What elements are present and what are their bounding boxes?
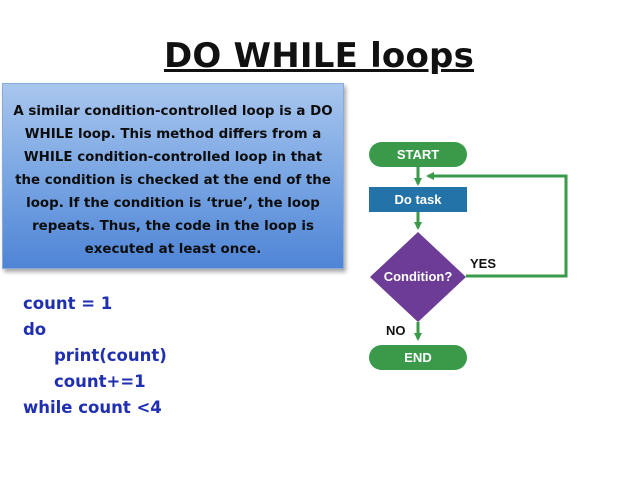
code-block: count = 1 do print(count) count+=1 while… xyxy=(23,291,167,421)
task-label: Do task xyxy=(395,192,443,207)
yes-label: YES xyxy=(470,256,496,271)
code-line: while count <4 xyxy=(23,398,162,417)
slide-title: DO WHILE loops xyxy=(163,36,475,76)
start-label: START xyxy=(397,147,439,162)
end-label: END xyxy=(404,350,431,365)
code-line: print(count) xyxy=(54,346,167,365)
end-terminal xyxy=(369,345,467,370)
start-terminal xyxy=(369,142,467,167)
condition-decision xyxy=(370,232,466,322)
task-process xyxy=(369,187,467,212)
code-line: do xyxy=(23,320,47,339)
condition-label: Condition? xyxy=(384,269,453,284)
description-box: A similar condition-controlled loop is a… xyxy=(2,83,344,269)
code-line: count = 1 xyxy=(23,294,113,313)
code-line: count+=1 xyxy=(54,372,146,391)
connector-yes-loop xyxy=(426,172,568,278)
no-label: NO xyxy=(386,323,406,338)
description-text: A similar condition-controlled loop is a… xyxy=(13,104,333,257)
